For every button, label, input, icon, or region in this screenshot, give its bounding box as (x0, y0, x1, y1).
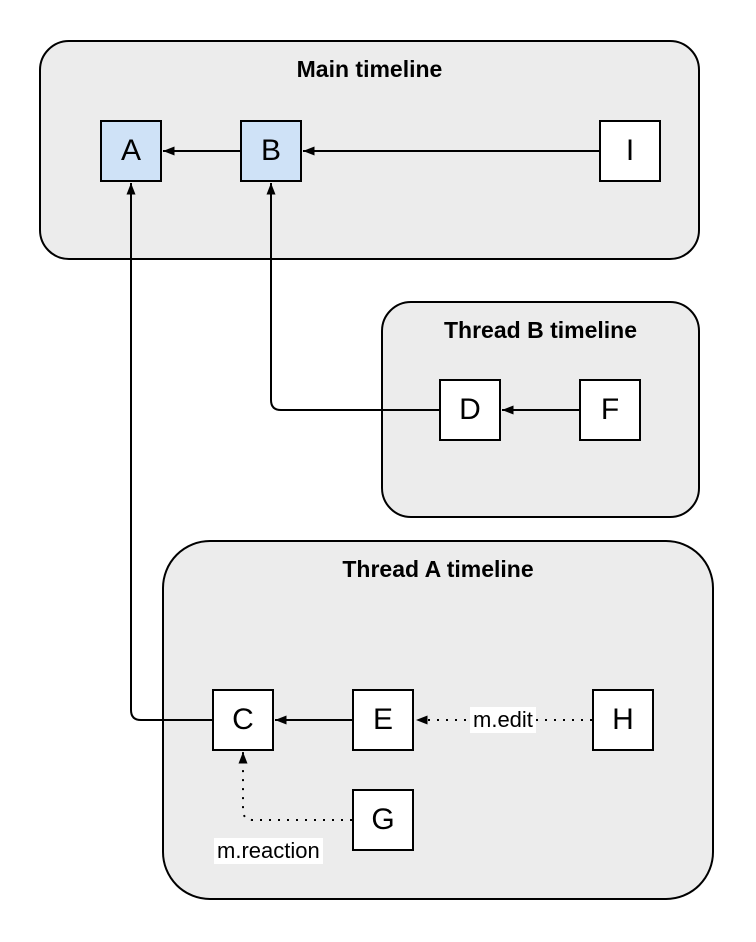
group-thread-b-timeline: Thread B timeline (381, 301, 700, 518)
node-g: G (352, 789, 414, 851)
node-e: E (352, 689, 414, 751)
node-b: B (240, 120, 302, 182)
edge-label-m-reaction: m.reaction (214, 838, 323, 864)
node-a: A (100, 120, 162, 182)
node-c: C (212, 689, 274, 751)
node-f: F (579, 379, 641, 441)
group-thread-a-timeline-title: Thread A timeline (342, 556, 534, 582)
group-main-timeline-title: Main timeline (296, 56, 443, 82)
edge-label-m-edit: m.edit (470, 707, 536, 733)
node-i: I (599, 120, 661, 182)
group-thread-b-timeline-title: Thread B timeline (444, 317, 637, 343)
node-h: H (592, 689, 654, 751)
node-d: D (439, 379, 501, 441)
